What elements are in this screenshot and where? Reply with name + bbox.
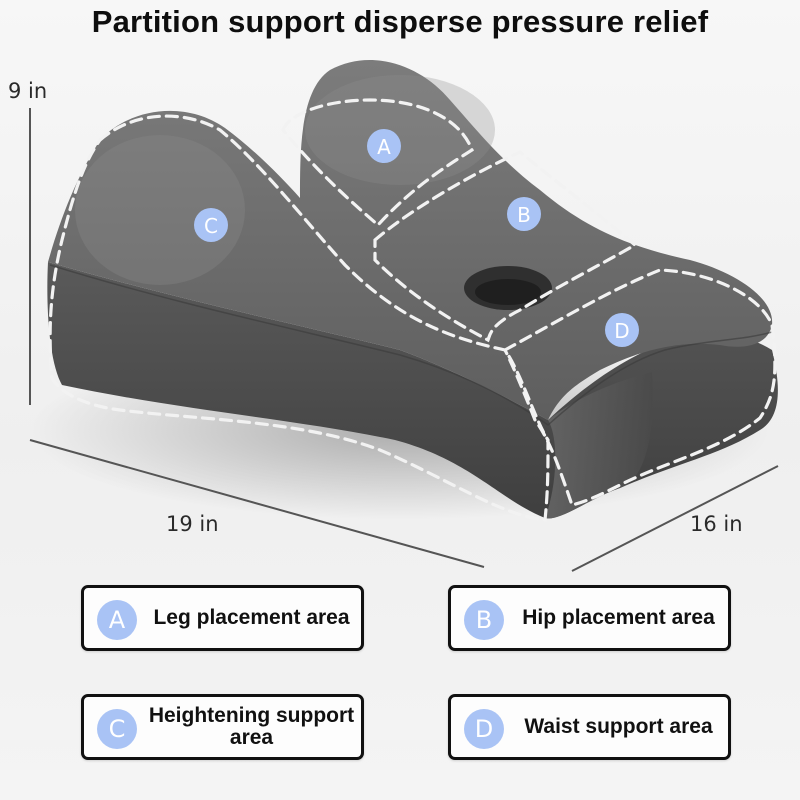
page-title: Partition support disperse pressure reli…	[91, 4, 709, 39]
legend-label-a: Leg placement area	[153, 606, 350, 629]
legend-label-b: Hip placement area	[522, 606, 715, 629]
zone-d-outline	[502, 268, 777, 507]
cushion-top-surface	[48, 59, 773, 420]
hip-relief-hole-inner	[475, 279, 541, 305]
legend-hip-placement: B Hip placement area	[448, 585, 731, 651]
zone-b-outline	[373, 150, 638, 343]
legend-badge-a: A	[97, 600, 137, 640]
depth-dimension-line	[571, 465, 779, 572]
legend-badge-c: C	[97, 709, 137, 749]
zone-b-badge: B	[507, 197, 541, 231]
zone-a-outline	[281, 98, 474, 228]
legend-label-d: Waist support area	[524, 715, 713, 738]
length-dimension-label: 19 in	[166, 512, 219, 536]
zone-a-letter: A	[377, 135, 391, 159]
length-dimension-line	[29, 439, 485, 568]
zone-c-badge: C	[194, 208, 228, 242]
leg-hump-highlight	[305, 75, 495, 185]
legend-leg-placement: A Leg placement area	[81, 585, 364, 651]
depth-dimension-label: 16 in	[690, 512, 743, 536]
legend-waist-support: D Waist support area	[448, 694, 731, 760]
zone-b-letter: B	[517, 203, 531, 227]
zone-d-letter: D	[614, 319, 629, 343]
zone-a-badge: A	[367, 129, 401, 163]
height-dimension-label: 9 in	[8, 79, 48, 103]
legend-label-c: Heightening support area	[148, 704, 355, 749]
legend-badge-d: D	[464, 709, 504, 749]
zone-d-badge: D	[605, 313, 639, 347]
legend-heightening-support: C Heightening support area	[81, 694, 364, 760]
legend-badge-b: B	[464, 600, 504, 640]
zone-c-outline	[48, 114, 550, 522]
zone-c-letter: C	[204, 214, 218, 238]
back-bump-highlight	[75, 135, 245, 285]
cushion-seam	[49, 264, 773, 426]
